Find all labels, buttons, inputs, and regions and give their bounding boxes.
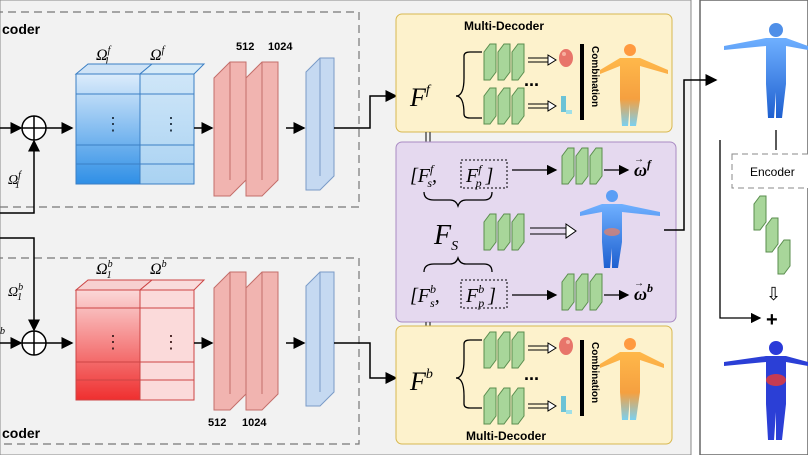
front-omega-head [561,147,603,185]
back-encoder-title: coder [2,425,41,441]
back-left-sup: b [0,326,5,337]
front-dim-512: 512 [236,41,254,53]
top-multi-decoder-box [395,13,673,133]
right-plus-sign: + [766,309,778,331]
front-private-box [460,159,508,189]
front-block-dots-1: ⋮ [104,114,122,134]
back-omega-label: Ωb [150,259,167,278]
svg-text:→: → [634,278,644,289]
back-encoder-box [0,257,360,445]
back-feature-block: ⋮ ⋮ [74,279,206,401]
top-combination-bar [580,44,584,120]
front-omega-label: Ωf [150,45,166,64]
right-down-arrow: ⇩ [766,284,781,304]
back-block-dots-2: ⋮ [162,332,180,352]
top-body-part-mesh [600,44,668,126]
bottom-multi-decoder-box [395,325,673,445]
back-dim-1024: 1024 [242,417,267,429]
back-omega-head [561,273,603,311]
omega-front-output: ωf [634,157,652,180]
back-private-box [460,279,508,309]
shared-body-mesh [580,190,660,268]
right-input-body-mesh [724,23,808,118]
front-encoder-box [0,11,360,208]
shared-feature-label: FS [433,220,458,254]
top-decoder-branch-2 [483,87,525,125]
right-encoder-layers [753,195,791,275]
bottom-decoder-branch-1 [483,331,525,369]
bottom-head-part-icon [559,337,573,355]
back-dim-512: 512 [208,417,226,429]
omega-back-output: ωb [634,281,653,304]
bottom-body-part-mesh [600,338,664,420]
bottom-combination-label: Combination [589,342,600,403]
shared-decoder [483,213,525,251]
top-decoder-ellipsis: ... [524,70,539,90]
top-leg-part-icon [561,96,572,114]
back-fc-layers [213,271,279,411]
svg-text:→: → [634,154,644,165]
bottom-decoder-ellipsis: ... [524,364,539,384]
back-block-dots-1: ⋮ [104,332,122,352]
bottom-combination-bar [580,340,584,416]
front-dim-1024: 1024 [268,41,293,53]
front-fc-layers [213,61,279,197]
right-encoder-label: Encoder [750,165,795,179]
top-decoder-branch-1 [483,43,525,81]
right-output-body-mesh [724,341,808,440]
top-head-part-icon [559,49,573,67]
front-encoder-title: coder [2,21,41,37]
bottom-multi-decoder-title: Multi-Decoder [466,429,546,443]
top-multi-decoder-title: Multi-Decoder [464,19,544,33]
shared-feature-box [395,141,677,323]
front-feature-block: ⋮ ⋮ [74,63,206,185]
top-combination-label: Combination [589,46,600,107]
front-block-dots-2: ⋮ [162,114,180,134]
bottom-leg-part-icon [561,396,572,414]
bottom-feature-label: Fb [409,367,433,396]
right-encoder-box [731,153,808,189]
bottom-decoder-branch-2 [483,387,525,425]
top-feature-label: Ff [409,83,432,112]
